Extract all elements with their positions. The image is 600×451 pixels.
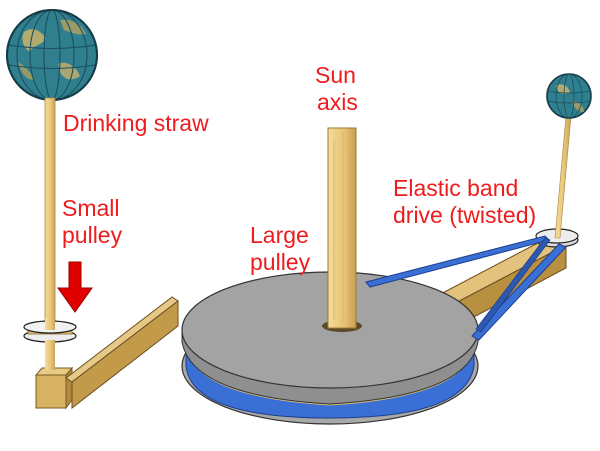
sun-axis-post: [327, 127, 357, 329]
wooden-base-block: [34, 340, 74, 410]
label-elastic-band-drive: Elastic band drive (twisted): [393, 175, 537, 228]
label-sun-axis: Sun axis: [315, 62, 358, 115]
large-pulley: [181, 271, 479, 425]
label-small-pulley: Small pulley: [62, 195, 123, 248]
red-down-arrow-icon: [57, 261, 93, 313]
drinking-straw: [44, 97, 56, 329]
right-straw: [554, 115, 572, 239]
small-earth-globe-icon: [546, 73, 592, 119]
elastic-band-drive: [365, 235, 567, 341]
large-earth-globe-icon: [6, 9, 98, 101]
small-pulley: [23, 318, 77, 343]
label-large-pulley: Large pulley: [250, 222, 311, 275]
wooden-beam-left: [65, 296, 179, 410]
label-drinking-straw: Drinking straw: [63, 110, 209, 136]
